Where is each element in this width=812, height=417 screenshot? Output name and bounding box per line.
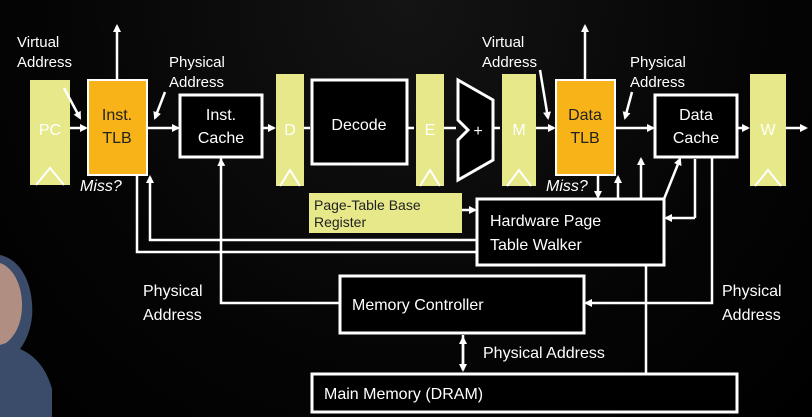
d-register: D [276, 74, 304, 187]
data-tlb-miss-label: Miss? [546, 178, 588, 195]
physical-address-1-line1: Physical [169, 54, 225, 71]
physical-address-1-line2: Address [169, 74, 224, 91]
virtual-address-2-line2: Address [482, 54, 537, 71]
dcache-to-walker-arrow [662, 157, 682, 200]
dcache-to-memctrl-arrow [584, 157, 714, 307]
icache-memctrl-wire [219, 157, 340, 305]
decode-stage: Decode [310, 78, 409, 166]
e-register: E [416, 74, 444, 187]
ptbr-label-2: Register [314, 214, 366, 230]
pc-label: PC [39, 122, 61, 139]
w-label: W [760, 122, 776, 139]
m-register: M [502, 74, 536, 187]
inst-tlb-label-1: Inst. [102, 107, 132, 124]
virtual-addr-1-pointer [62, 87, 82, 120]
inst-cache: Inst. Cache [178, 93, 264, 159]
virtual-addr-2-pointer [538, 69, 551, 120]
itlb-miss-wire [135, 175, 477, 254]
m-label: M [512, 122, 525, 139]
page-table-base-register: Page-Table Base Register [309, 193, 462, 233]
physical-address-right-line2: Address [722, 307, 781, 324]
main-memory: Main Memory (DRAM) [310, 372, 739, 414]
virtual-address-1-line1: Virtual [17, 34, 59, 51]
inst-tlb: Inst. TLB [87, 79, 148, 176]
walker-label-1: Hardware Page [490, 213, 601, 230]
e-label: E [425, 122, 436, 139]
data-cache-label-1: Data [679, 107, 713, 124]
physical-address-right-line1: Physical [722, 283, 782, 300]
physical-address-left-line1: Physical [143, 283, 203, 300]
inst-tlb-label-2: TLB [102, 130, 131, 147]
page-table-walker: Hardware Page Table Walker [475, 197, 666, 267]
data-tlb: Data TLB [555, 79, 616, 176]
main-memory-label: Main Memory (DRAM) [324, 386, 483, 403]
inst-tlb-miss-label: Miss? [80, 178, 122, 195]
inst-cache-label-2: Cache [198, 130, 244, 147]
inst-cache-label-1: Inst. [206, 107, 236, 124]
adder-plus: + [473, 123, 482, 140]
decode-label: Decode [331, 117, 386, 134]
walker-to-itlb-arrow [146, 175, 477, 242]
physical-address-2-line2: Address [630, 74, 685, 91]
virtual-address-2-line1: Virtual [482, 34, 524, 51]
d-label: D [284, 122, 296, 139]
physical-address-left-line2: Address [143, 307, 202, 324]
physical-address-2-line1: Physical [630, 54, 686, 71]
data-cache: Data Cache [653, 93, 739, 159]
memory-controller: Memory Controller [338, 274, 586, 335]
pc-register: PC [30, 80, 70, 186]
alu-adder: + [456, 77, 495, 183]
memory-controller-label: Memory Controller [352, 297, 484, 314]
data-tlb-label-2: TLB [570, 130, 599, 147]
data-cache-label-2: Cache [673, 130, 719, 147]
w-register: W [750, 74, 786, 187]
walker-label-2: Table Walker [490, 237, 583, 254]
physical-addr-1-pointer [153, 91, 167, 120]
data-tlb-label-1: Data [568, 107, 602, 124]
ptbr-label-1: Page-Table Base [314, 197, 421, 213]
virtual-address-1-line2: Address [17, 54, 72, 71]
physical-addr-2-pointer [622, 91, 634, 120]
presenter-silhouette [0, 255, 52, 417]
physical-address-mid: Physical Address [483, 345, 605, 362]
